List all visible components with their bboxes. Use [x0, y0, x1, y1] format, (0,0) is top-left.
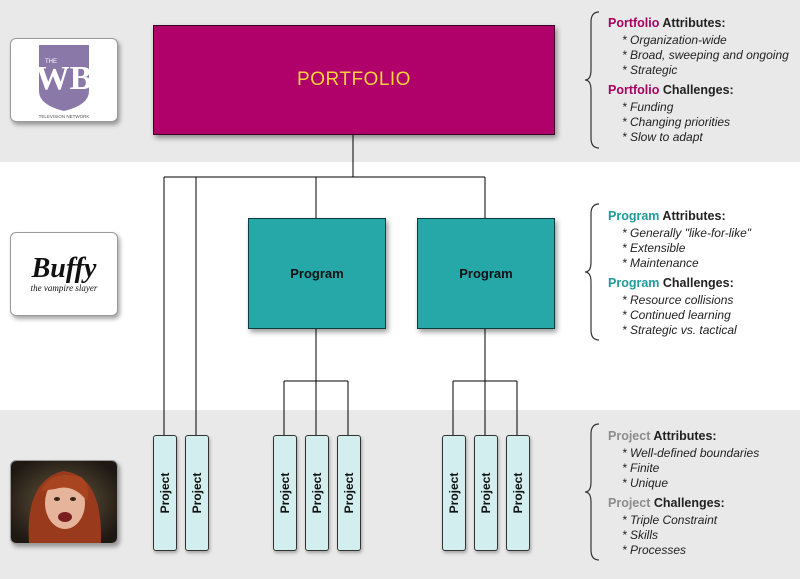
program-challenges-heading: Program Challenges: — [608, 276, 734, 290]
project-box: Project — [273, 435, 297, 551]
list-item: * Broad, sweeping and ongoing — [622, 48, 789, 62]
buffy-logo-title: Buffy — [31, 253, 97, 284]
list-item: * Strategic — [622, 63, 678, 77]
list-item: * Unique — [622, 476, 669, 490]
list-item: * Changing priorities — [622, 115, 731, 129]
project-notes: Project Attributes: * Well-defined bound… — [608, 428, 759, 562]
portfolio-challenges-list: * Funding * Changing priorities * Slow t… — [608, 100, 789, 145]
list-item: * Skills — [622, 528, 659, 542]
wb-logo-subtext: TELEVISION NETWORK — [39, 114, 90, 119]
project-label: Project — [278, 472, 292, 514]
list-item: * Organization-wide — [622, 33, 727, 47]
list-item: * Slow to adapt — [622, 130, 703, 144]
project-box: Project — [506, 435, 530, 551]
project-challenges-list: * Triple Constraint * Skills * Processes — [608, 513, 759, 558]
project-label: Project — [479, 472, 493, 514]
list-item: * Generally "like-for-like" — [622, 226, 752, 240]
portfolio-label: PORTFOLIO — [297, 69, 411, 90]
project-box: Project — [305, 435, 329, 551]
project-label: Project — [342, 472, 356, 514]
project-label: Project — [310, 472, 324, 514]
list-item: * Resource collisions — [622, 293, 734, 307]
project-box: Project — [185, 435, 209, 551]
list-item: * Maintenance — [622, 256, 699, 270]
project-attributes-list: * Well-defined boundaries * Finite * Uni… — [608, 446, 759, 491]
program-challenges-list: * Resource collisions * Continued learni… — [608, 293, 751, 338]
list-item: * Extensible — [622, 241, 686, 255]
project-attributes-heading: Project Attributes: — [608, 429, 717, 443]
project-box: Project — [153, 435, 177, 551]
program-notes: Program Attributes: * Generally "like-fo… — [608, 208, 751, 342]
project-label: Project — [511, 472, 525, 514]
portfolio-attributes-list: * Organization-wide * Broad, sweeping an… — [608, 33, 789, 78]
person-photo — [10, 460, 118, 544]
wb-logo-small-text: THE — [45, 59, 57, 65]
program-label: Program — [459, 266, 513, 281]
project-label: Project — [447, 472, 461, 514]
project-box: Project — [474, 435, 498, 551]
program-box: Program — [248, 218, 386, 329]
list-item: * Processes — [622, 543, 687, 557]
portfolio-notes: Portfolio Attributes: * Organization-wid… — [608, 15, 789, 149]
project-box: Project — [337, 435, 361, 551]
portfolio-attributes-heading: Portfolio Attributes: — [608, 16, 726, 30]
program-attributes-list: * Generally "like-for-like" * Extensible… — [608, 226, 751, 271]
program-label: Program — [290, 266, 344, 281]
program-box: Program — [417, 218, 555, 329]
portfolio-brace — [585, 11, 600, 149]
project-brace — [585, 423, 600, 561]
project-box: Project — [442, 435, 466, 551]
list-item: * Strategic vs. tactical — [622, 323, 737, 337]
list-item: * Funding — [622, 100, 674, 114]
buffy-logo: Buffy the vampire slayer — [10, 232, 118, 316]
project-label: Project — [158, 472, 172, 514]
portfolio-box: PORTFOLIO — [153, 25, 555, 135]
wb-logo-text: WB — [36, 60, 93, 97]
wb-logo: WB THE TELEVISION NETWORK — [10, 38, 118, 122]
portfolio-challenges-heading: Portfolio Challenges: — [608, 83, 734, 97]
program-brace — [585, 203, 600, 341]
buffy-logo-subtitle: the vampire slayer — [31, 283, 98, 293]
list-item: * Well-defined boundaries — [622, 446, 760, 460]
project-challenges-heading: Project Challenges: — [608, 496, 725, 510]
list-item: * Finite — [622, 461, 660, 475]
program-band — [0, 162, 800, 410]
project-label: Project — [190, 472, 204, 514]
project-band — [0, 410, 800, 579]
list-item: * Triple Constraint — [622, 513, 718, 527]
list-item: * Continued learning — [622, 308, 731, 322]
program-attributes-heading: Program Attributes: — [608, 209, 726, 223]
